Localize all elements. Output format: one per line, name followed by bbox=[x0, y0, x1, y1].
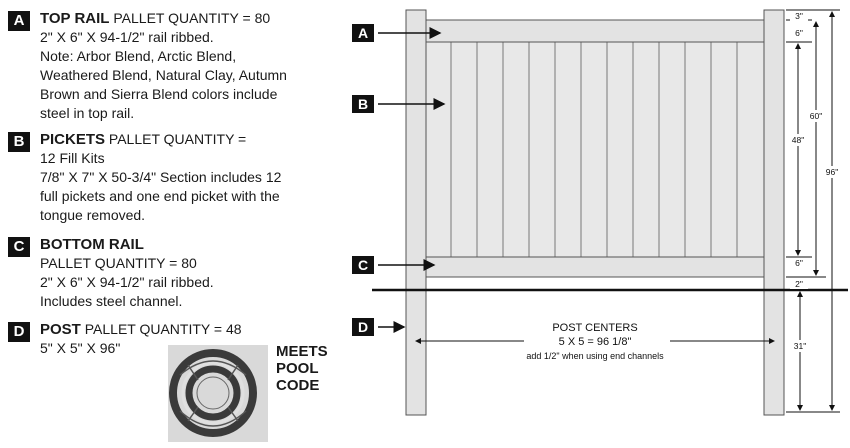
dim-96: 96" bbox=[826, 167, 838, 177]
spec-line: Note: Arbor Blend, Arctic Blend, bbox=[40, 48, 237, 64]
post-centers-note: add 1/2" when using end channels bbox=[526, 351, 664, 361]
spec-line: 2" X 6" X 94-1/2" rail ribbed. bbox=[40, 274, 214, 290]
spec-title: TOP RAIL bbox=[40, 10, 110, 27]
post-centers-dimension: POST CENTERS 5 X 5 = 96 1/8" add 1/2" wh… bbox=[415, 322, 775, 361]
spec-line: 2" X 6" X 94-1/2" rail ribbed. bbox=[40, 29, 214, 45]
badge-d: D bbox=[8, 322, 30, 342]
spec-line: steel in top rail. bbox=[40, 105, 135, 121]
pool-code-label: MEETS POOL CODE bbox=[276, 343, 346, 394]
spec-title: PICKETS bbox=[40, 131, 106, 148]
callout-b: B bbox=[352, 95, 446, 113]
pool-code-line: MEETS bbox=[276, 343, 328, 360]
badge-a: A bbox=[8, 11, 30, 31]
post-centers-title: POST CENTERS bbox=[552, 322, 637, 334]
spec-line: Weathered Blend, Natural Clay, Autumn bbox=[40, 67, 287, 83]
picket-panel bbox=[425, 41, 765, 258]
spec-line: 7/8" X 7" X 50-3/4" Section includes 12 bbox=[40, 169, 282, 185]
spec-line: 12 Fill Kits bbox=[40, 150, 105, 166]
spec-line: tongue removed. bbox=[40, 207, 146, 223]
callout-c: C bbox=[352, 256, 436, 274]
spec-line: 5" X 5" X 96" bbox=[40, 340, 121, 356]
post-left bbox=[405, 9, 427, 416]
spec-title: BOTTOM RAIL bbox=[40, 236, 144, 253]
pool-code-seal-icon bbox=[168, 345, 268, 442]
spec-line: Brown and Sierra Blend colors include bbox=[40, 86, 278, 102]
post-centers-formula: 5 X 5 = 96 1/8" bbox=[559, 336, 632, 348]
dim-2: 2" bbox=[795, 279, 803, 289]
spec-line: PALLET QUANTITY = 80 bbox=[40, 255, 197, 271]
pool-code-line: POOL bbox=[276, 360, 319, 377]
callout-a: A bbox=[352, 24, 442, 42]
top-rail bbox=[425, 19, 765, 43]
dim-6-bottom: 6" bbox=[795, 258, 803, 268]
spec-head-rest: PALLET QUANTITY = bbox=[105, 131, 247, 147]
spec-top-rail: A TOP RAIL PALLET QUANTITY = 80 2" X 6" … bbox=[8, 9, 338, 123]
callout-letter: D bbox=[358, 319, 368, 335]
spec-post: D POST PALLET QUANTITY = 48 5" X 5" X 96… bbox=[8, 320, 338, 358]
spec-head-rest: PALLET QUANTITY = 80 bbox=[109, 10, 271, 26]
badge-b: B bbox=[8, 132, 30, 152]
dim-60: 60" bbox=[810, 111, 822, 121]
spec-head-rest: PALLET QUANTITY = 48 bbox=[80, 321, 242, 337]
dimension-labels: 3" 6" 48" 60" 96" 6" 2" 31" bbox=[788, 11, 843, 352]
callout-d: D bbox=[352, 318, 406, 336]
height-dimensions bbox=[786, 9, 840, 413]
spec-title: POST bbox=[40, 321, 81, 338]
spec-line: full pickets and one end picket with the bbox=[40, 188, 280, 204]
dim-48: 48" bbox=[792, 135, 804, 145]
post-right bbox=[763, 9, 785, 416]
spec-pickets: B PICKETS PALLET QUANTITY = 12 Fill Kits… bbox=[8, 130, 338, 225]
dim-3: 3" bbox=[795, 11, 803, 21]
dim-6-top: 6" bbox=[795, 28, 803, 38]
callout-letter: C bbox=[358, 257, 368, 273]
bottom-rail bbox=[425, 256, 765, 278]
dim-31: 31" bbox=[794, 341, 806, 351]
spec-line: Includes steel channel. bbox=[40, 293, 183, 309]
callout-letter: A bbox=[358, 25, 368, 41]
callout-letter: B bbox=[358, 96, 368, 112]
badge-c: C bbox=[8, 237, 30, 257]
pool-code-line: CODE bbox=[276, 377, 320, 394]
spec-bottom-rail: C BOTTOM RAIL PALLET QUANTITY = 80 2" X … bbox=[8, 235, 338, 311]
